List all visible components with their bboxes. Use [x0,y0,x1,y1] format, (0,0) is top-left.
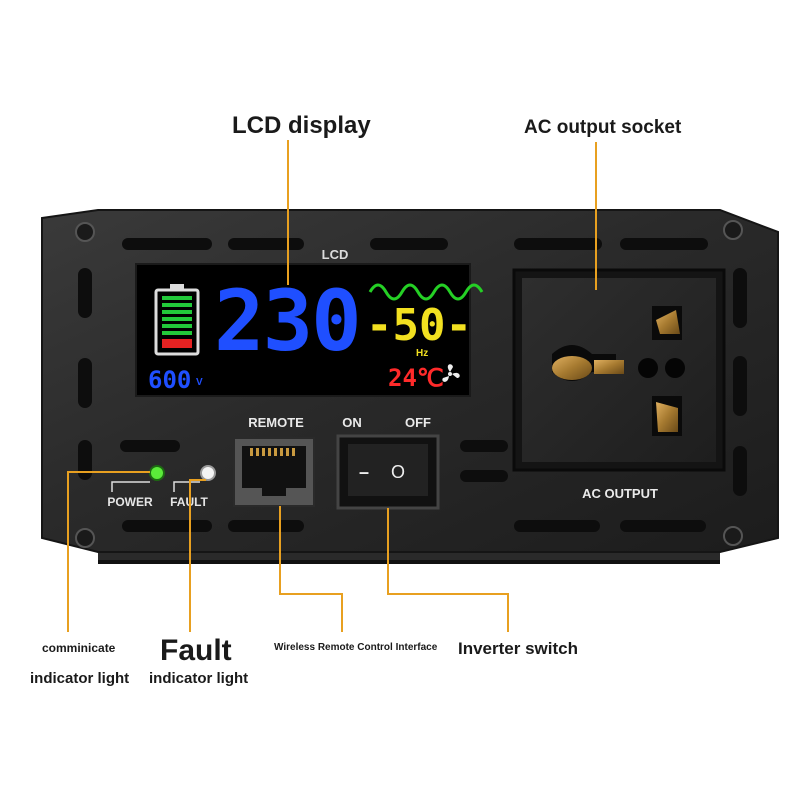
led-bracket [111,481,200,492]
callout-fault-line1: Fault [160,634,232,667]
right-vents [733,268,747,496]
battery-icon [154,284,200,356]
rated-power-unit: V [196,377,203,388]
bottom-rail-shadow [98,560,720,564]
switch-on-mark: – [359,462,369,482]
switch-off-mark: O [391,462,405,482]
fault-led [200,465,216,481]
lcd-label: LCD [322,247,349,262]
rj45-remote-port[interactable] [233,437,315,507]
callout-comm-line2: indicator light [30,670,130,687]
voltage-readout: 230 [214,272,360,370]
ac-socket-holes [552,306,685,436]
leader-power-led [67,471,150,632]
left-vents [78,268,92,480]
screw-icon [723,220,743,240]
callout-lcd-display: LCD display [232,112,371,139]
callout-ac-output-socket: AC output socket [524,117,682,138]
frequency-readout: -50- [366,300,472,351]
off-label: OFF [405,415,431,430]
temperature-readout: 24℃ [388,364,444,392]
screw-icon [75,528,95,548]
top-vents [122,238,708,250]
callout-comm-line1: comminicate [42,641,116,655]
power-label: POWER [107,495,153,509]
callout-fault-line2: indicator light [149,670,249,687]
on-label: ON [342,415,362,430]
leader-lines [67,140,597,632]
screw-icon [75,222,95,242]
rocker-switch[interactable]: – O [336,434,440,510]
callout-inverter-switch: Inverter switch [458,639,578,658]
screw-icon [723,526,743,546]
leader-switch [387,508,509,632]
fan-icon [442,364,460,382]
sine-wave-icon [368,283,484,301]
screws [75,220,743,548]
rated-power-readout: 600 [148,366,191,394]
leader-fault-led [189,479,206,632]
frequency-unit: Hz [416,348,428,359]
leader-remote [279,506,343,632]
power-led [149,465,165,481]
remote-label: REMOTE [248,415,304,430]
ac-output-label: AC OUTPUT [582,486,658,501]
callout-wireless-remote: Wireless Remote Control Interface [274,642,438,653]
